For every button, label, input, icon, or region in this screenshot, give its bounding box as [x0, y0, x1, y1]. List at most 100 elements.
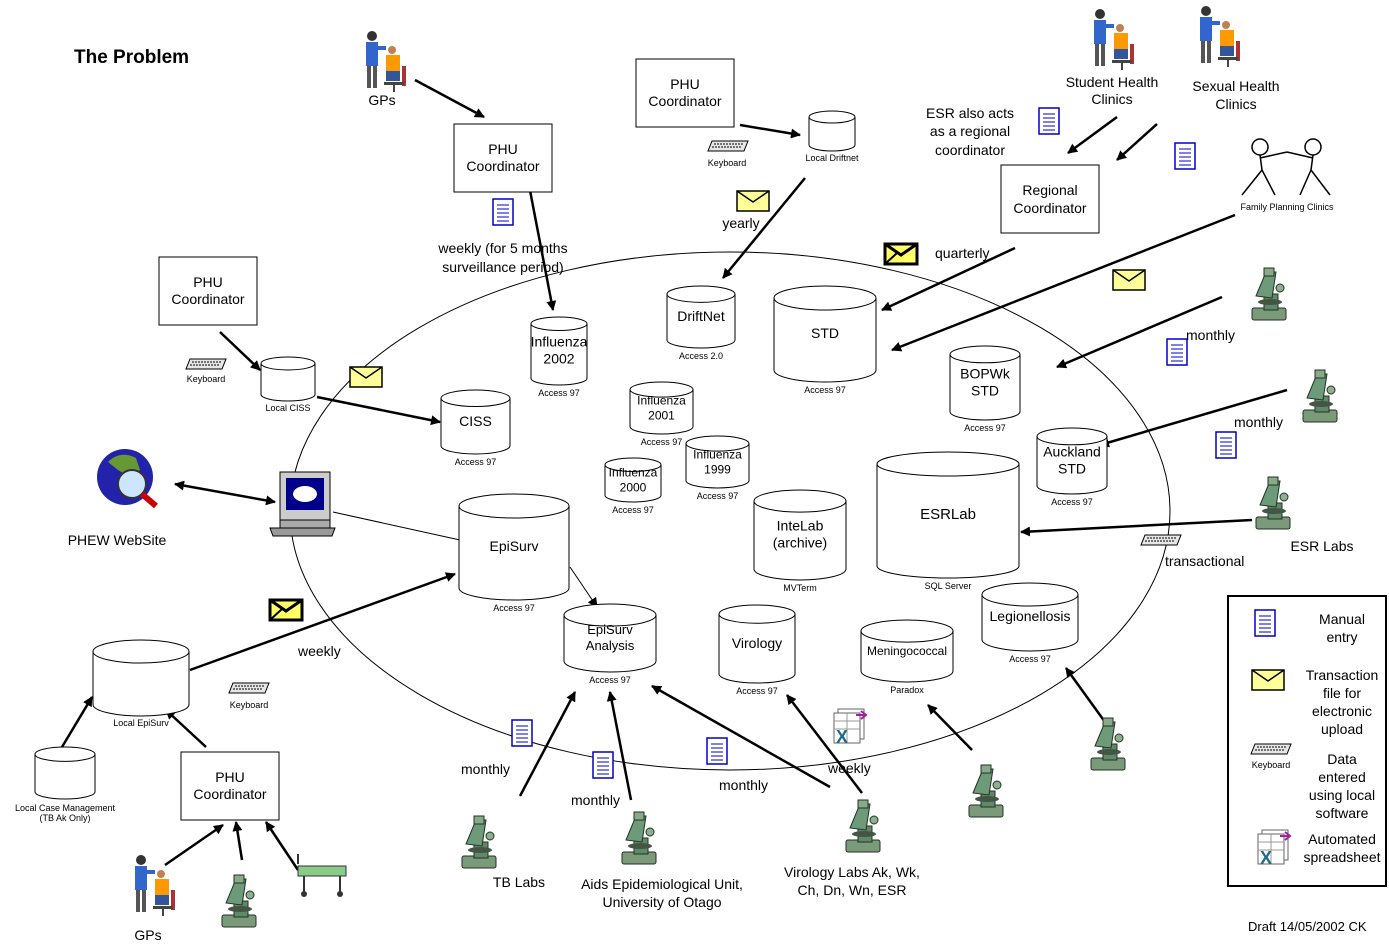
freq-monthly-auck: monthly	[1234, 414, 1283, 430]
sexual-health-label-1: Sexual Health	[1192, 78, 1279, 94]
phu-coordinator-bottom-left-line1: PHU	[215, 769, 245, 785]
microscope-icon-aids-unit	[621, 811, 657, 865]
gps-top-label: GPs	[368, 92, 395, 108]
microscope-icon-bottom-left	[221, 874, 257, 928]
microscope-icon-monthly-2	[1302, 369, 1338, 423]
freq-monthly-tb: monthly	[461, 761, 510, 777]
freq-weekly-flu-2: surveillance period)	[442, 259, 563, 275]
legend-spreadsheet-2: spreadsheet	[1303, 849, 1380, 865]
influenza2002-tech-label: Access 97	[538, 388, 580, 398]
episurvanalysis-name-line-1: EpiSurv	[587, 622, 633, 637]
legend-transaction-4: upload	[1321, 721, 1363, 737]
transaction-file-icon-yearly	[736, 190, 770, 212]
phu-coordinator-top-line1: PHU	[488, 141, 518, 157]
aids-unit-label-1: Aids Epidemiological Unit,	[581, 876, 743, 892]
freq-weekly-episurv: weekly	[297, 643, 341, 659]
auckland-tech-label: Access 97	[1051, 497, 1093, 507]
phu-coordinator-top-box	[453, 123, 553, 193]
local-driftnet-label: Local Driftnet	[805, 153, 859, 163]
connection-arrows	[60, 78, 1288, 871]
phu-coordinator-left-line2: Coordinator	[171, 291, 244, 307]
legend-manual-2: entry	[1326, 629, 1357, 645]
keyboard-icon-ciss	[185, 358, 227, 370]
student-health-person-icon	[1093, 8, 1135, 71]
phu-coordinator-top-right-box	[635, 58, 735, 128]
legend-keyboard-4: software	[1316, 805, 1369, 821]
sexual-health-person-icon	[1199, 5, 1241, 68]
legionellosis-name-line-1: Legionellosis	[990, 608, 1071, 624]
esrlab-name-line-1: ESRLab	[920, 506, 976, 523]
local-episurv-cylinder: Local EpiSurv	[92, 639, 190, 728]
influenza2002-name-line-2: 2002	[543, 351, 574, 367]
influenza2001-name-line-2: 2001	[648, 409, 675, 423]
legend-manual-1: Manual	[1319, 611, 1365, 627]
aids-unit-label-2: University of Otago	[602, 894, 721, 910]
legend-keyboard-icon	[1250, 743, 1292, 755]
phu-coordinator-bottom-left-line2: Coordinator	[193, 786, 266, 802]
local-case-mgmt-cylinder: Local Case Management(TB Ak Only)	[15, 746, 116, 823]
phu-coordinator-left-line1: PHU	[193, 274, 223, 290]
influenza2000-name-line-1: Influenza	[609, 466, 658, 480]
freq-yearly: yearly	[722, 215, 759, 231]
microscope-icon-meningococcal	[968, 764, 1004, 818]
manual-entry-icon-tb	[511, 719, 533, 747]
sexual-health-label-2: Clinics	[1215, 96, 1256, 112]
driftnet-name-line-1: DriftNet	[677, 308, 725, 324]
freq-monthly-aids: monthly	[571, 792, 620, 808]
transaction-file-icon-std	[1112, 269, 1146, 291]
student-health-label-1: Student Health	[1066, 74, 1159, 90]
bopwk-tech-label: Access 97	[964, 423, 1006, 433]
draft-footer: Draft 14/05/2002 CK	[1248, 919, 1367, 934]
esr-regional-note-2: as a regional	[930, 123, 1010, 139]
virology-tech-label: Access 97	[736, 686, 778, 696]
esrlab-tech-label: SQL Server	[925, 581, 972, 591]
microscope-icon-esr-labs	[1255, 476, 1291, 530]
auckland-name-line-2: STD	[1058, 461, 1086, 477]
tb-labs-label: TB Labs	[493, 874, 545, 890]
intelab-cylinder: InteLab(archive)MVTerm	[753, 489, 847, 593]
page-title: The Problem	[74, 47, 189, 68]
local-case-mgmt-label-1: Local Case Management	[15, 803, 116, 813]
legionellosis-tech-label: Access 97	[1009, 654, 1051, 664]
manual-entry-icon-monthly-1	[1166, 338, 1188, 366]
influenza2001-tech-label: Access 97	[641, 437, 683, 447]
episurvanalysis-name-line-2: Analysis	[586, 638, 635, 653]
microscope-icon-legionellosis	[1090, 717, 1126, 771]
influenza2000-tech-label: Access 97	[612, 505, 654, 515]
spreadsheet-icon-virology	[833, 708, 867, 748]
esr-labs-label: ESR Labs	[1290, 538, 1353, 554]
std-name-line-1: STD	[811, 325, 839, 341]
microscope-icon-monthly-1	[1251, 267, 1287, 321]
legend-manual-icon	[1254, 609, 1276, 637]
manual-entry-icon-flu	[492, 198, 514, 226]
legend-spreadsheet-1: Automated	[1308, 831, 1376, 847]
freq-transactional: transactional	[1165, 553, 1244, 569]
freq-monthly-virology: monthly	[719, 777, 768, 793]
esr-regional-note-1: ESR also acts	[926, 105, 1014, 121]
auckland-name-line-1: Auckland	[1043, 444, 1101, 460]
microscope-icon-virology-labs	[845, 799, 881, 853]
keyboard-label-driftnet: Keyboard	[708, 158, 747, 168]
legend-box	[1227, 595, 1387, 887]
computer-icon	[269, 471, 336, 537]
local-episurv-label: Local EpiSurv	[113, 718, 169, 728]
ciss-name-line-1: CISS	[459, 413, 492, 429]
intelab-name-line-2: (archive)	[773, 535, 827, 551]
keyboard-label-ciss: Keyboard	[187, 374, 226, 384]
keyboard-label-episurv: Keyboard	[230, 700, 269, 710]
manual-entry-icon-aids	[592, 751, 614, 779]
transaction-file-icon-quarterly	[883, 242, 919, 266]
freq-weekly-flu-1: weekly (for 5 months	[437, 240, 567, 256]
student-health-label-2: Clinics	[1091, 91, 1132, 107]
